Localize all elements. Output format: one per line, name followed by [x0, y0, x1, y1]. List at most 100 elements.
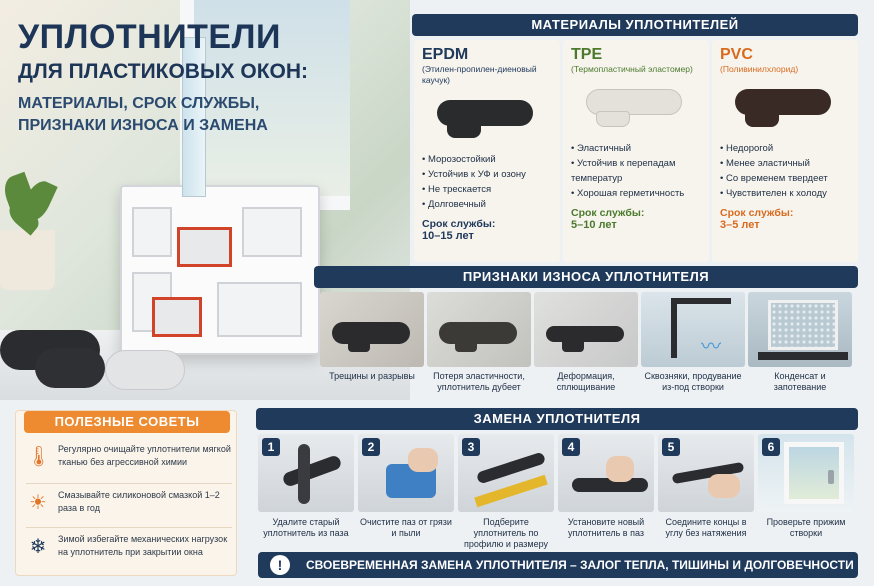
step-caption: Удалите старый уплотнитель из паза	[263, 517, 349, 538]
sun-icon: ☀	[29, 492, 47, 514]
wear-sign-condensation: Конденсат и запотевание	[748, 292, 852, 393]
property-item: Хорошая герметичность	[571, 186, 701, 201]
material-card-tpe: TPE (Термопластичный эластомер) Эластичн…	[563, 40, 709, 262]
page-title: УПЛОТНИТЕЛИ	[18, 18, 281, 56]
seal-profile-image	[437, 94, 537, 142]
material-properties: Эластичный Устойчив к перепадам температ…	[571, 141, 701, 201]
footer-text: СВОЕВРЕМЕННАЯ ЗАМЕНА УПЛОТНИТЕЛЯ – ЗАЛОГ…	[306, 558, 854, 586]
step-caption: Очистите паз от грязи и пыли	[360, 517, 452, 538]
glass-unit	[182, 37, 206, 197]
window-frame-image	[180, 0, 350, 210]
material-full-name: (Этилен-пропилен-диеновый каучук)	[422, 64, 537, 85]
page-subtitle: ДЛЯ ПЛАСТИКОВЫХ ОКОН:	[18, 60, 309, 83]
wear-header: ПРИЗНАКИ ИЗНОСА УПЛОТНИТЕЛЯ	[314, 266, 858, 288]
step-number: 5	[662, 438, 680, 456]
wear-image	[320, 292, 424, 367]
seal-roll-black	[35, 348, 105, 388]
property-item: Устойчив к УФ и озону	[422, 167, 552, 182]
step-caption: Проверьте прижим створки	[766, 517, 846, 538]
wear-sign-draft: 〰 Сквозняки, продувание из-под створки	[641, 292, 745, 393]
wear-caption: Сквозняки, продувание из-под створки	[644, 371, 742, 392]
wear-sign-deformation: Деформация, сплющивание	[534, 292, 638, 393]
lifetime-label: Срок службы:	[422, 218, 496, 230]
materials-header: МАТЕРИАЛЫ УПЛОТНИТЕЛЕЙ	[412, 14, 858, 36]
tip-text: Регулярно очищайте уплотнители мягкой тк…	[58, 444, 231, 467]
step-caption: Подберите уплотнитель по профилю и разме…	[464, 517, 548, 549]
step-2: 2 Очистите паз от грязи и пыли	[358, 434, 454, 539]
material-full-name: (Термопластичный эластомер)	[571, 64, 693, 74]
seal-profile-image	[586, 83, 686, 131]
material-name: PVC	[720, 46, 753, 63]
wear-caption: Деформация, сплющивание	[556, 371, 616, 392]
step-number: 1	[262, 438, 280, 456]
wear-caption: Трещины и разрывы	[329, 371, 415, 381]
wear-sign-hardening: Потеря эластичности, уплотнитель дубеет	[427, 292, 531, 393]
tip-text: Зимой избегайте механических нагрузок на…	[58, 534, 228, 557]
step-image: 5	[658, 434, 754, 512]
step-number: 3	[462, 438, 480, 456]
step-number: 2	[362, 438, 380, 456]
wear-caption: Потеря эластичности, уплотнитель дубеет	[433, 371, 525, 392]
step-image: 6	[758, 434, 854, 512]
seal-profile-image	[735, 83, 835, 131]
step-1: 1 Удалите старый уплотнитель из паза	[258, 434, 354, 539]
property-item: Со временем твердеет	[720, 171, 850, 186]
material-properties: Морозостойкий Устойчив к УФ и озону Не т…	[422, 152, 552, 212]
wear-caption: Конденсат и запотевание	[773, 371, 827, 392]
lifetime-label: Срок службы:	[720, 207, 794, 219]
property-item: Недорогой	[720, 141, 850, 156]
tip-item: ☀ Смазывайте силиконовой смазкой 1–2 раз…	[26, 487, 232, 531]
tips-panel: ПОЛЕЗНЫЕ СОВЕТЫ 🌡 Регулярно очищайте упл…	[15, 410, 237, 576]
footer-banner: ! СВОЕВРЕМЕННАЯ ЗАМЕНА УПЛОТНИТЕЛЯ – ЗАЛ…	[258, 552, 858, 586]
tip-item: ❄ Зимой избегайте механических нагрузок …	[26, 531, 232, 575]
airflow-icon: 〰	[701, 336, 721, 358]
wear-image	[427, 292, 531, 367]
step-number: 4	[562, 438, 580, 456]
lifetime-value: 10–15 лет	[422, 230, 474, 242]
lifetime-value: 5–10 лет	[571, 219, 617, 231]
material-card-pvc: PVC (Поливинилхлорид) Недорогой Менее эл…	[712, 40, 858, 262]
step-3: 3 Подберите уплотнитель по профилю и раз…	[458, 434, 554, 550]
replace-header: ЗАМЕНА УПЛОТНИТЕЛЯ	[256, 408, 858, 430]
step-caption: Установите новый уплотнитель в паз	[567, 517, 645, 538]
property-item: Долговечный	[422, 197, 552, 212]
wear-image	[748, 292, 852, 367]
property-item: Менее эластичный	[720, 156, 850, 171]
wear-image	[534, 292, 638, 367]
seal-roll-grey	[105, 350, 185, 390]
wear-sign-cracks: Трещины и разрывы	[320, 292, 424, 382]
property-item: Морозостойкий	[422, 152, 552, 167]
snowflake-icon: ❄	[29, 536, 47, 558]
step-image: 1	[258, 434, 354, 512]
material-full-name: (Поливинилхлорид)	[720, 64, 799, 74]
property-item: Эластичный	[571, 141, 701, 156]
hero-illustration	[0, 0, 410, 400]
tip-text: Смазывайте силиконовой смазкой 1–2 раза …	[58, 490, 220, 513]
window-profile-cutaway	[120, 37, 320, 355]
step-4: 4 Установите новый уплотнитель в паз	[558, 434, 654, 539]
material-name: TPE	[571, 46, 603, 63]
lifetime-label: Срок службы:	[571, 207, 645, 219]
property-item: Чувствителен к холоду	[720, 186, 850, 201]
warning-icon: !	[270, 555, 290, 575]
tip-item: 🌡 Регулярно очищайте уплотнители мягкой …	[26, 441, 232, 485]
material-card-epdm: EPDM (Этилен-пропилен-диеновый каучук) М…	[414, 40, 560, 262]
step-image: 3	[458, 434, 554, 512]
window-handle	[828, 470, 834, 484]
thermometer-icon: 🌡	[26, 446, 52, 468]
property-item: Не трескается	[422, 182, 552, 197]
step-image: 4	[558, 434, 654, 512]
property-item: Устойчив к перепадам температур	[571, 156, 701, 186]
step-number: 6	[762, 438, 780, 456]
plant-pot	[0, 230, 55, 290]
material-properties: Недорогой Менее эластичный Со временем т…	[720, 141, 850, 201]
wear-image: 〰	[641, 292, 745, 367]
lifetime-value: 3–5 лет	[720, 219, 760, 231]
tips-header: ПОЛЕЗНЫЕ СОВЕТЫ	[24, 411, 230, 433]
material-name: EPDM	[422, 46, 469, 63]
step-6: 6 Проверьте прижим створки	[758, 434, 854, 539]
step-image: 2	[358, 434, 454, 512]
page-topics: МАТЕРИАЛЫ, СРОК СЛУЖБЫ, ПРИЗНАКИ ИЗНОСА …	[18, 95, 268, 134]
step-caption: Соедините концы в углу без натяжения	[665, 517, 747, 538]
step-5: 5 Соедините концы в углу без натяжения	[658, 434, 754, 539]
